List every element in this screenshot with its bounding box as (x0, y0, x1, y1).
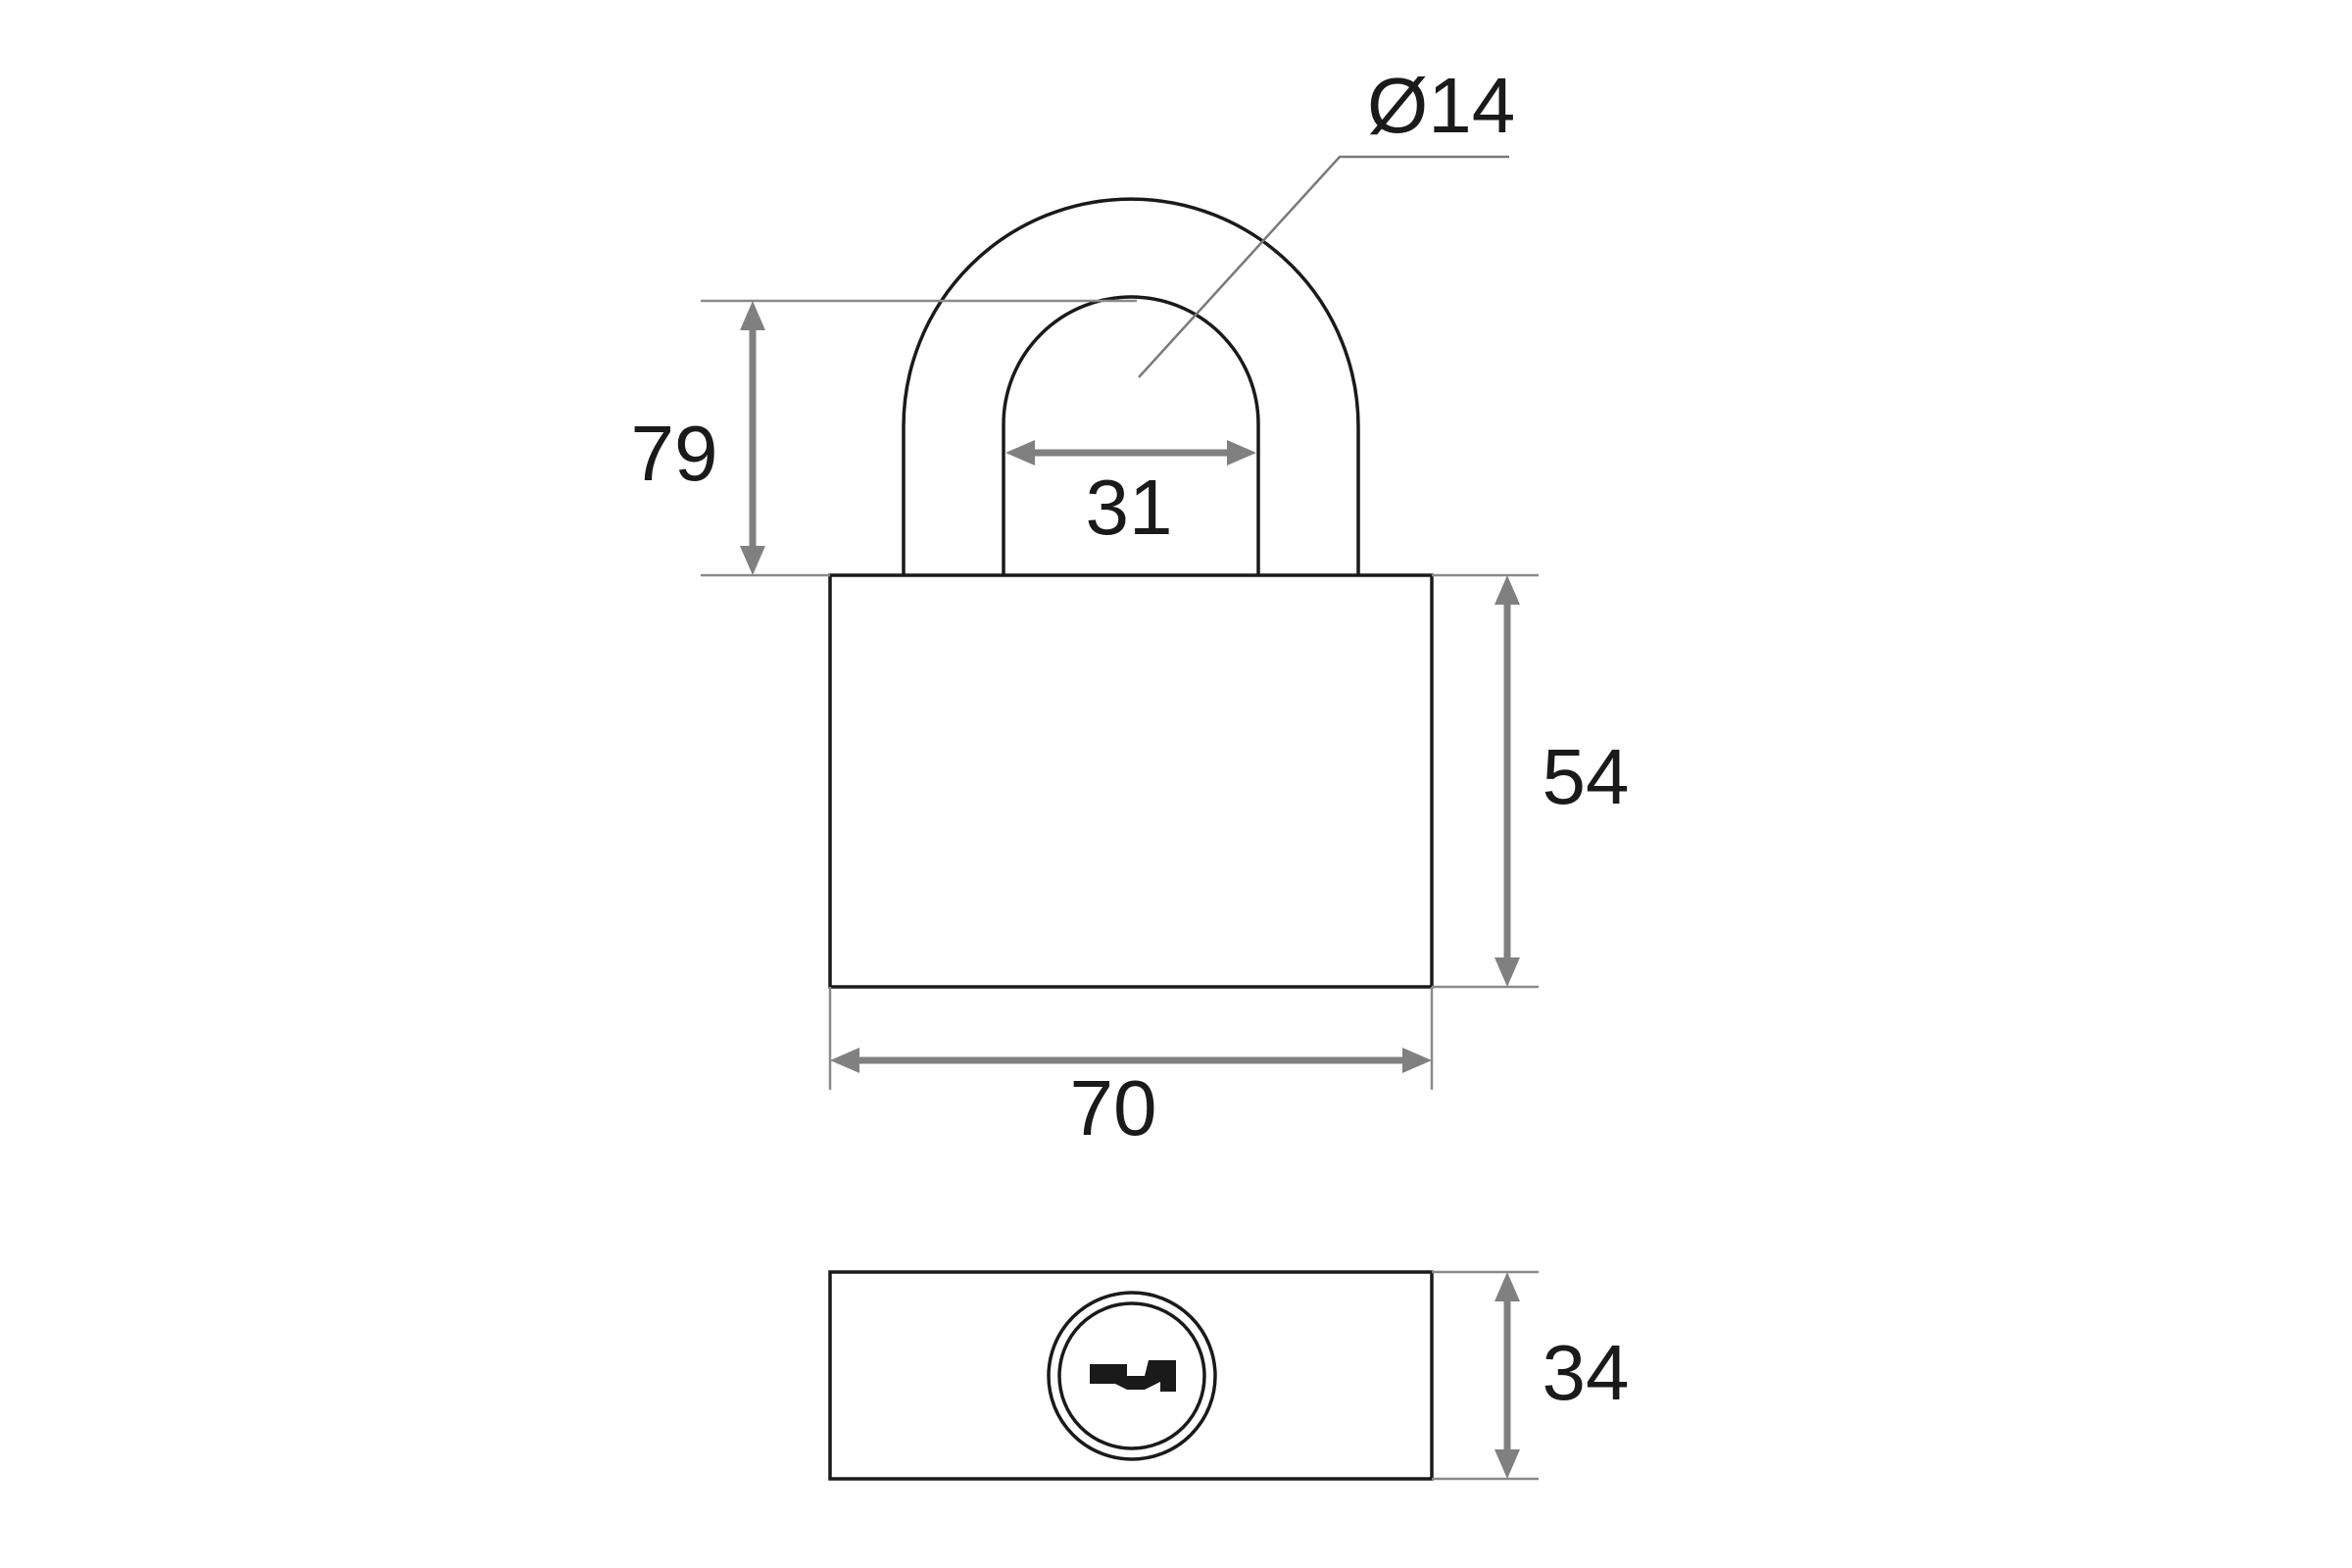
dim-31-label: 31 (1086, 464, 1173, 551)
dim-54-arrow-top (1494, 575, 1520, 605)
dim-34-arrow-bottom (1494, 1449, 1520, 1479)
dimension-79: 79 (631, 301, 765, 575)
dim-54-label: 54 (1543, 733, 1630, 820)
dim-54-arrow-bottom (1494, 957, 1520, 987)
diameter-label: Ø14 (1367, 62, 1515, 149)
padlock-body-front (828, 573, 1434, 989)
dim-34-label: 34 (1543, 1329, 1630, 1416)
dimension-31: 31 (1005, 440, 1256, 551)
keyhole-icon (1090, 1360, 1176, 1392)
dimension-54: 54 (1494, 575, 1629, 987)
dimension-70: 70 (830, 1048, 1432, 1152)
shackle-inner-outline (1002, 295, 1260, 575)
diameter-leader-line (1138, 155, 1509, 378)
dim-70-label: 70 (1070, 1064, 1157, 1152)
shackle-outer-outline (902, 197, 1360, 575)
padlock-bottom-view (828, 1270, 1434, 1481)
padlock-shackle (902, 197, 1360, 575)
dim-79-arrow-top (740, 301, 765, 330)
dim-70-arrow-right (1402, 1048, 1432, 1073)
padlock-body-bottom (828, 1270, 1434, 1481)
dim-79-arrow-bottom (740, 546, 765, 575)
extension-lines (701, 299, 1539, 1481)
dim-34-arrow-top (1494, 1272, 1520, 1301)
dimension-34: 34 (1494, 1272, 1629, 1479)
dim-79-label: 79 (631, 410, 718, 497)
dim-70-arrow-left (830, 1048, 859, 1073)
dim-31-arrow-right (1227, 440, 1256, 466)
dim-31-arrow-left (1005, 440, 1035, 466)
keyway-outer-ring (1047, 1291, 1217, 1461)
keyway-inner-ring (1057, 1301, 1206, 1450)
